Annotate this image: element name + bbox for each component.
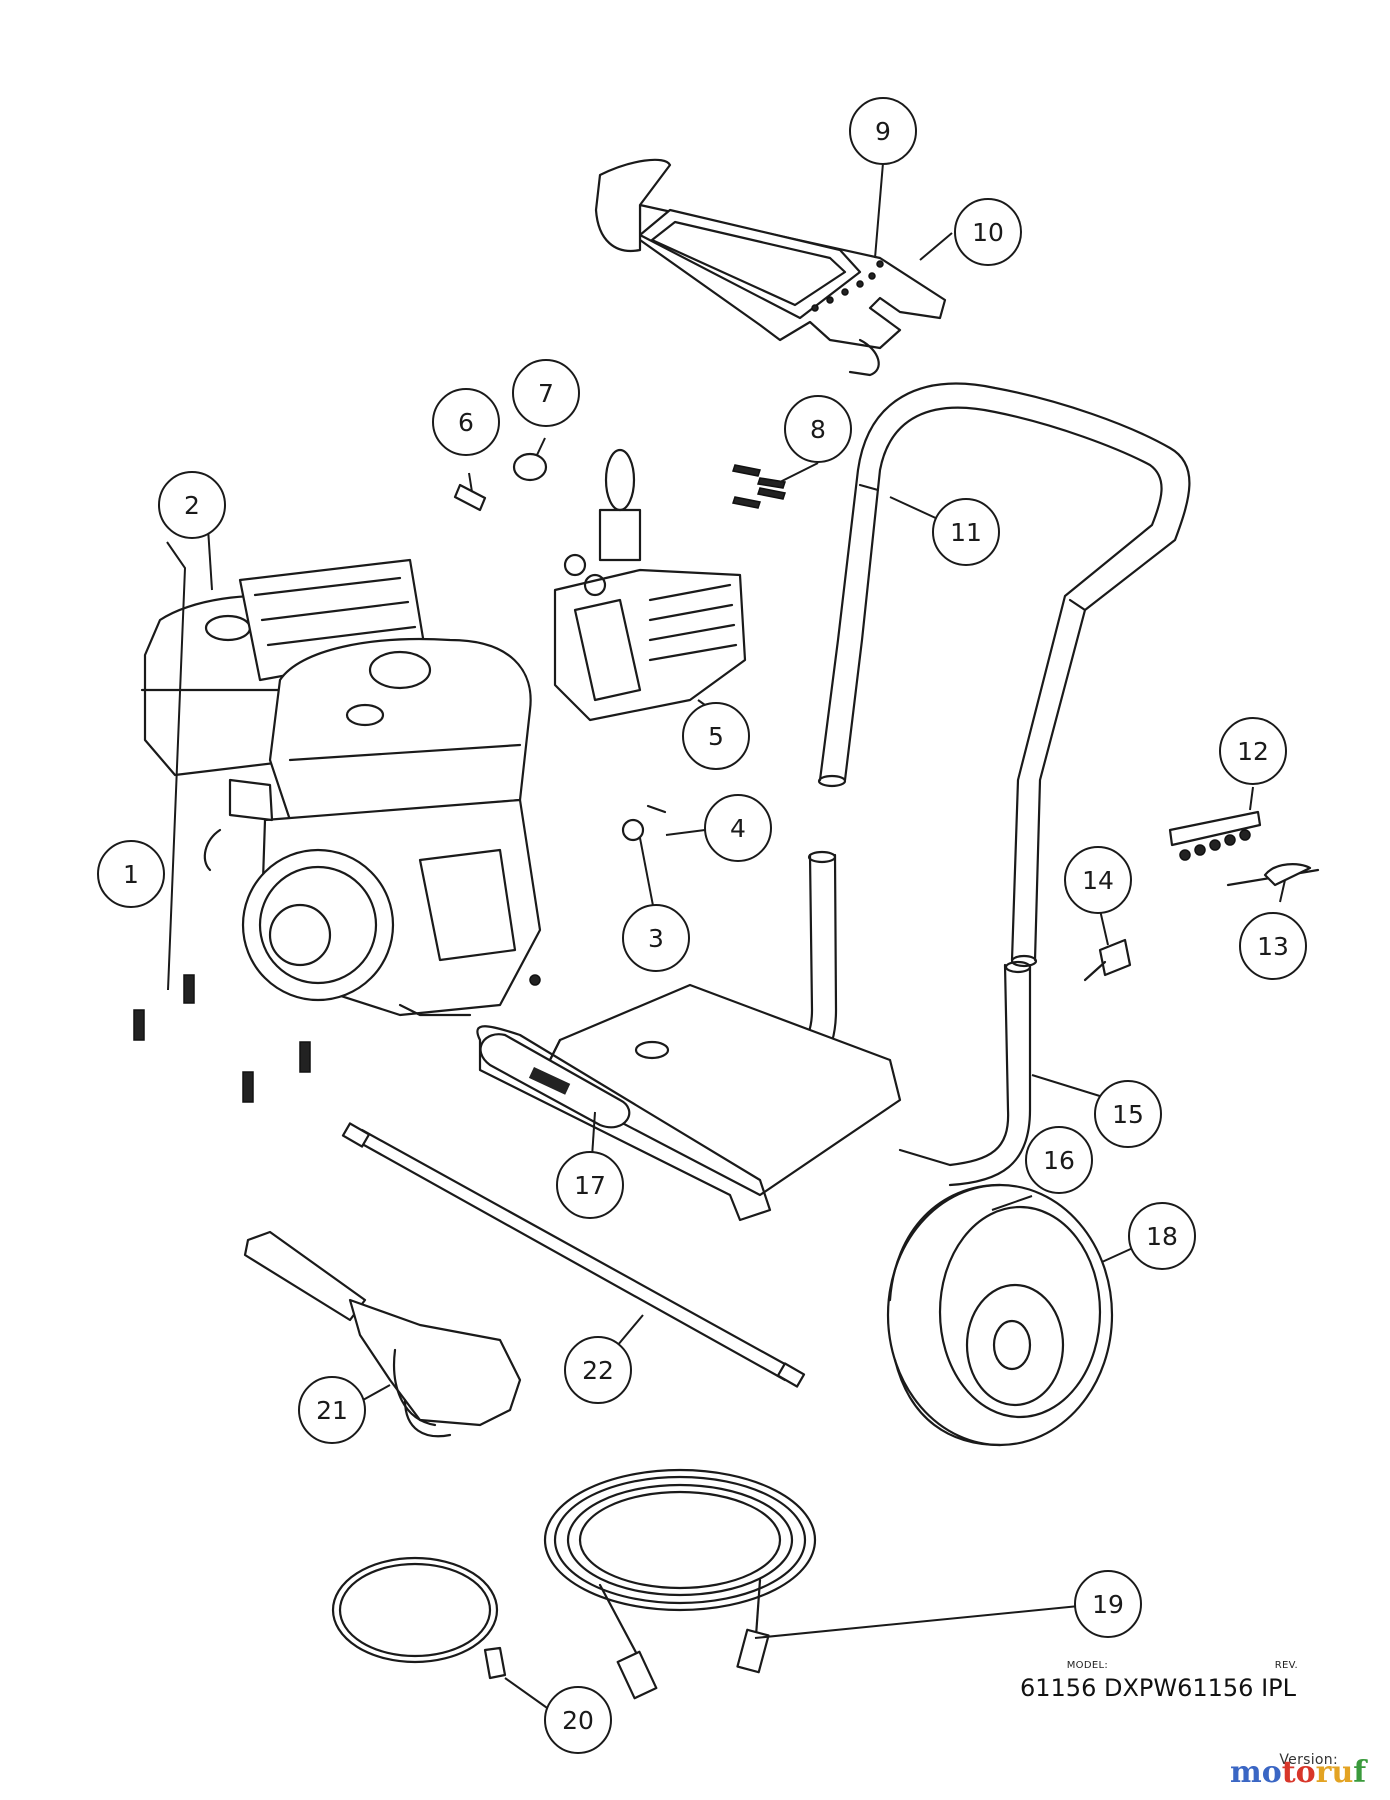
callout-number: 17 <box>574 1171 606 1200</box>
wheel <box>886 1183 1114 1447</box>
callout-circle <box>682 702 750 770</box>
watermark-part: f <box>1353 1755 1367 1790</box>
callout-17: 17 <box>556 1151 624 1219</box>
callout-number: 6 <box>458 408 474 437</box>
callout-6: 6 <box>432 388 500 456</box>
watermark-part: to <box>1281 1755 1316 1790</box>
callout-18: 18 <box>1128 1202 1196 1270</box>
callout-circle <box>432 388 500 456</box>
callout-circle <box>1219 717 1287 785</box>
callout-circle <box>158 471 226 539</box>
handle-frame <box>817 382 1191 968</box>
spray-gun <box>243 1230 522 1438</box>
callout-circle <box>544 1686 612 1754</box>
wand <box>341 1122 806 1388</box>
callout-circle <box>1064 846 1132 914</box>
version-label: Version: <box>1279 1752 1338 1768</box>
leader-lines <box>166 162 1286 1711</box>
callout-number: 19 <box>1092 1590 1124 1619</box>
lower-frame <box>476 850 1032 1222</box>
callout-number: 1 <box>123 860 139 889</box>
callout-16: 16 <box>1025 1126 1093 1194</box>
callout-19: 19 <box>1074 1570 1142 1638</box>
callout-circle <box>1074 1570 1142 1638</box>
detergent-tube <box>331 1556 507 1680</box>
callout-circle <box>556 1151 624 1219</box>
callout-number: 4 <box>730 814 746 843</box>
callout-number: 9 <box>875 117 891 146</box>
high-pressure-hose <box>543 1468 817 1700</box>
engine <box>140 558 542 1017</box>
callout-number: 10 <box>972 218 1004 247</box>
callout-13: 13 <box>1239 912 1307 980</box>
callout-20: 20 <box>544 1686 612 1754</box>
callout-9: 9 <box>849 97 917 165</box>
callout-circle <box>704 794 772 862</box>
callout-15: 15 <box>1094 1080 1162 1148</box>
callout-14: 14 <box>1064 846 1132 914</box>
callout-1: 1 <box>97 840 165 908</box>
callout-circle <box>97 840 165 908</box>
watermark-part: mo <box>1230 1755 1282 1790</box>
callout-number: 22 <box>582 1356 614 1385</box>
callout-2: 2 <box>158 471 226 539</box>
callout-7: 7 <box>512 359 580 427</box>
callout-circle <box>1239 912 1307 980</box>
callout-circle <box>1128 1202 1196 1270</box>
callout-5: 5 <box>682 702 750 770</box>
callout-circle <box>622 904 690 972</box>
callout-circle <box>954 198 1022 266</box>
callout-number: 8 <box>810 415 826 444</box>
watermark-part: ru <box>1315 1755 1354 1790</box>
callout-circle <box>784 395 852 463</box>
callout-number: 15 <box>1112 1100 1144 1129</box>
callout-12: 12 <box>1219 717 1287 785</box>
rev-label: REV. <box>1274 1660 1298 1671</box>
callout-number: 21 <box>316 1396 348 1425</box>
callout-number: 7 <box>538 379 554 408</box>
callout-number: 20 <box>562 1706 594 1735</box>
watermark-logo: motoruf <box>1230 1755 1366 1790</box>
callout-number: 11 <box>950 518 982 547</box>
callout-number: 18 <box>1146 1222 1178 1251</box>
callout-22: 22 <box>564 1336 632 1404</box>
callout-number: 2 <box>184 491 200 520</box>
callout-circle <box>1094 1080 1162 1148</box>
callout-10: 10 <box>954 198 1022 266</box>
callout-8: 8 <box>784 395 852 463</box>
callout-3: 3 <box>622 904 690 972</box>
model-value: 61156 DXPW61156 IPL <box>1020 1674 1296 1702</box>
callout-circle <box>512 359 580 427</box>
callout-11: 11 <box>932 498 1000 566</box>
control-panel-plate <box>594 158 947 377</box>
callout-4: 4 <box>704 794 772 862</box>
callout-number: 3 <box>648 924 664 953</box>
callout-circle <box>849 97 917 165</box>
pump <box>553 448 747 722</box>
callout-21: 21 <box>298 1376 366 1444</box>
callout-circle <box>298 1376 366 1444</box>
callout-circle <box>932 498 1000 566</box>
callout-number: 12 <box>1237 737 1269 766</box>
callout-circle <box>564 1336 632 1404</box>
callout-number: 14 <box>1082 866 1114 895</box>
callout-number: 13 <box>1257 932 1289 961</box>
callout-number: 5 <box>708 722 724 751</box>
callout-circle <box>1025 1126 1093 1194</box>
callout-number: 16 <box>1043 1146 1075 1175</box>
model-label: MODEL: <box>1066 1660 1108 1671</box>
